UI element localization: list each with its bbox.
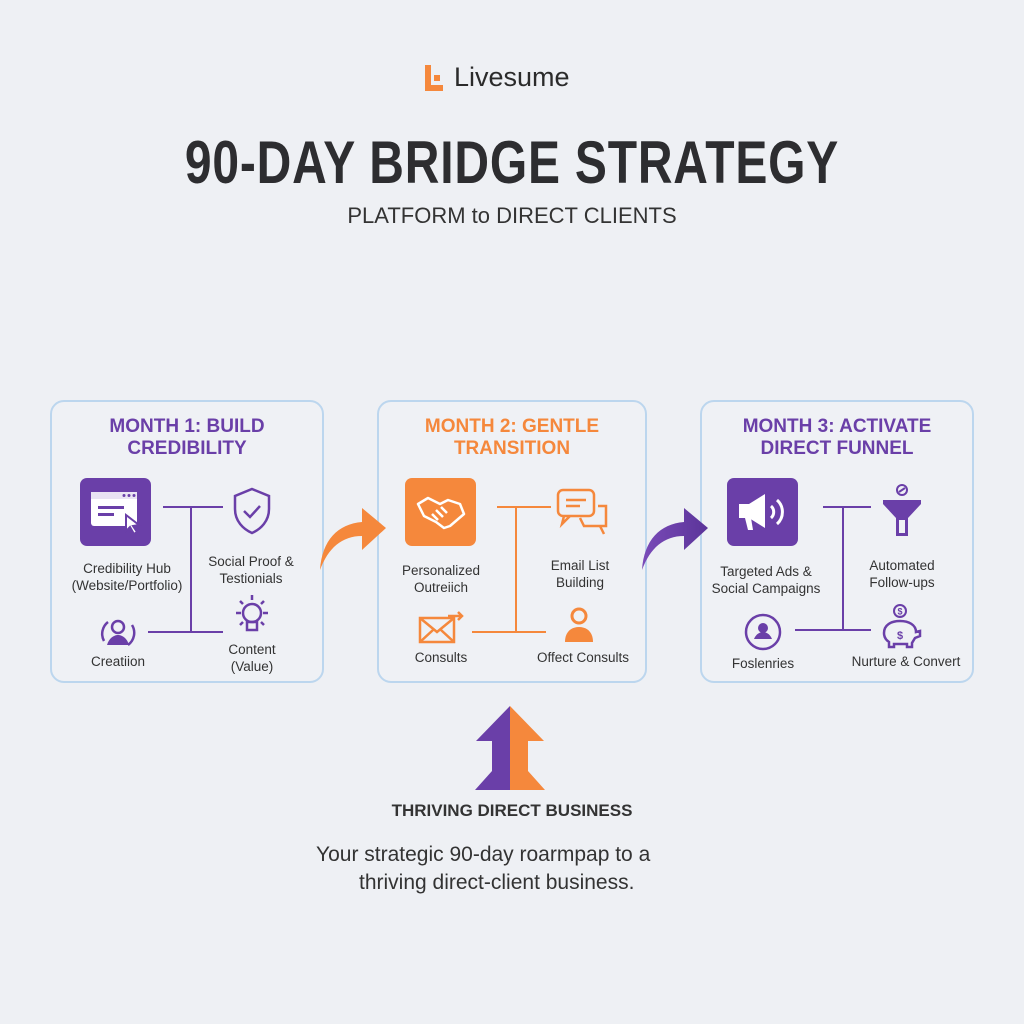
user-circle-icon	[744, 613, 782, 651]
person-icon	[565, 607, 593, 642]
item-label-line: Testionials	[219, 571, 283, 586]
month-2-title: MONTH 2: GENTLE TRANSITION	[379, 416, 645, 460]
item-label-line: Follow-ups	[869, 575, 935, 590]
page-title: 90-DAY BRIDGE STRATEGY	[184, 129, 840, 196]
item-label: Targeted Ads & Social Campaigns	[712, 563, 821, 597]
month-3-title-line2: DIRECT FUNNEL	[760, 438, 914, 459]
connector-line	[148, 631, 223, 633]
livesume-logo-icon	[425, 64, 443, 91]
item-label-line: Social Campaigns	[711, 581, 821, 596]
brand-name: Livesume	[454, 62, 570, 92]
item-label-line: Email List	[550, 558, 610, 573]
curved-arrow-orange-icon	[320, 508, 386, 570]
item-label-line: Automated	[869, 558, 935, 573]
item-label-line: Outreiich	[413, 580, 469, 595]
month-1-title: MONTH 1: BUILD CREDIBILITY	[52, 416, 322, 460]
brand-logo: Livesume	[424, 62, 570, 93]
connector-line	[823, 506, 871, 508]
connector-line	[163, 506, 223, 508]
connector-line	[497, 506, 551, 508]
svg-text:$: $	[897, 630, 903, 642]
handshake-icon	[405, 478, 476, 546]
item-label: Social Proof & Testionials	[208, 553, 294, 587]
connector-line	[190, 506, 192, 633]
up-arrow-icon	[475, 706, 545, 790]
lightbulb-icon	[236, 595, 268, 632]
item-label-line: Targeted Ads &	[720, 564, 812, 579]
item-label-line: Content	[228, 642, 276, 657]
month-1-title-line1: MONTH 1: BUILD	[109, 416, 265, 437]
item-label-line: Social Proof &	[208, 554, 294, 569]
item-label: Nurture & Convert	[851, 654, 961, 669]
chat-bubbles-icon	[556, 488, 608, 535]
user-cycle-icon	[101, 619, 136, 647]
goal-heading: THRIVING DIRECT BUSINESS	[391, 801, 633, 820]
connector-line	[515, 506, 517, 633]
svg-text:$: $	[897, 607, 902, 617]
item-label-line: Building	[555, 575, 605, 590]
month-1-title-line2: CREDIBILITY	[127, 438, 247, 459]
shield-check-icon	[233, 487, 271, 535]
item-label: Credibility Hub (Website/Portfolio)	[72, 560, 183, 594]
browser-cursor-icon	[80, 478, 151, 546]
item-label: Offect Consults	[536, 650, 630, 665]
funnel-icon	[883, 484, 921, 536]
page-subtitle: PLATFORM to DIRECT CLIENTS	[347, 203, 677, 228]
month-2-title-line2: TRANSITION	[453, 438, 571, 459]
month-3-title-line1: MONTH 3: ACTIVATE	[742, 416, 932, 437]
email-send-icon	[418, 611, 464, 644]
month-2-title-line1: MONTH 2: GENTLE	[424, 416, 600, 437]
item-label-line: (Value)	[230, 659, 274, 674]
tagline-line2: thriving direct-client business.	[359, 871, 635, 894]
curved-arrow-purple-icon	[642, 508, 708, 570]
item-label: Content (Value)	[228, 641, 275, 675]
piggy-bank-icon: $$	[882, 604, 922, 649]
connector-line	[472, 631, 546, 633]
tagline-line1: Your strategic 90-day roarmpap to a	[316, 843, 651, 866]
item-label-line: (Website/Portfolio)	[71, 578, 183, 593]
item-label: Consults	[414, 650, 468, 665]
megaphone-icon	[727, 478, 798, 546]
item-label-line: Personalized	[401, 563, 481, 578]
item-label: Foslenries	[731, 656, 795, 671]
connector-line	[795, 629, 871, 631]
connector-line	[842, 506, 844, 631]
item-label-line: Credibility Hub	[83, 561, 171, 576]
item-label: Creatiion	[90, 654, 146, 669]
month-3-title: MONTH 3: ACTIVATE DIRECT FUNNEL	[702, 416, 972, 460]
